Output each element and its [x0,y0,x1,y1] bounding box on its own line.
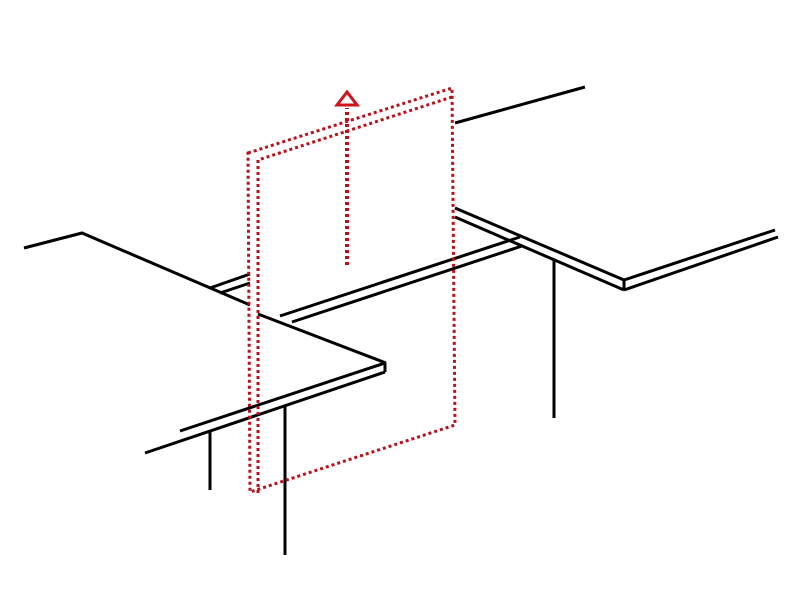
up-arrow-icon [333,89,361,265]
right-slab [454,206,779,418]
central-double-beam [257,235,523,365]
front-slab [144,361,387,555]
top-right-beam [454,85,586,125]
left-beam [23,231,251,307]
section-plane [246,85,457,495]
